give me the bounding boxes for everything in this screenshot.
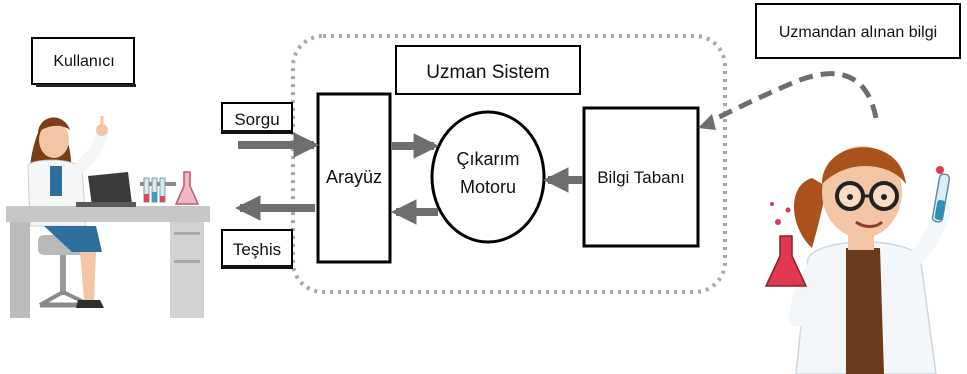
expert-figure-icon xyxy=(764,146,951,374)
user-label: Kullanıcı xyxy=(53,53,114,70)
expert-system-boundary xyxy=(291,34,727,294)
knowledge-base-box: Bilgi Tabanı xyxy=(582,106,700,248)
query-label: Sorgu xyxy=(234,110,279,129)
inference-engine-node: Çıkarım Motoru xyxy=(430,110,546,244)
expert-knowledge-label-box: Uzmandan alınan bilgi xyxy=(755,3,961,59)
inference-engine-label-line2: Motoru xyxy=(460,177,516,197)
interface-box: Arayüz xyxy=(316,92,392,264)
inference-engine-label-line1: Çıkarım xyxy=(457,149,520,169)
interface-label: Arayüz xyxy=(326,167,382,187)
dashed-arrow-head xyxy=(698,114,716,130)
expert-knowledge-label: Uzmandan alınan bilgi xyxy=(779,24,937,41)
user-figure-icon xyxy=(6,116,210,318)
diagnosis-label-box: Teşhis xyxy=(221,229,293,269)
query-label-box: Sorgu xyxy=(221,102,293,134)
expert-knowledge-dashed-arrow xyxy=(704,71,879,127)
expert-system-label: Uzman Sistem xyxy=(426,62,550,83)
knowledge-base-label: Bilgi Tabanı xyxy=(597,168,685,187)
diagnosis-label: Teşhis xyxy=(233,240,281,259)
expert-system-label-box: Uzman Sistem xyxy=(395,45,581,95)
user-label-box: Kullanıcı xyxy=(31,37,136,87)
